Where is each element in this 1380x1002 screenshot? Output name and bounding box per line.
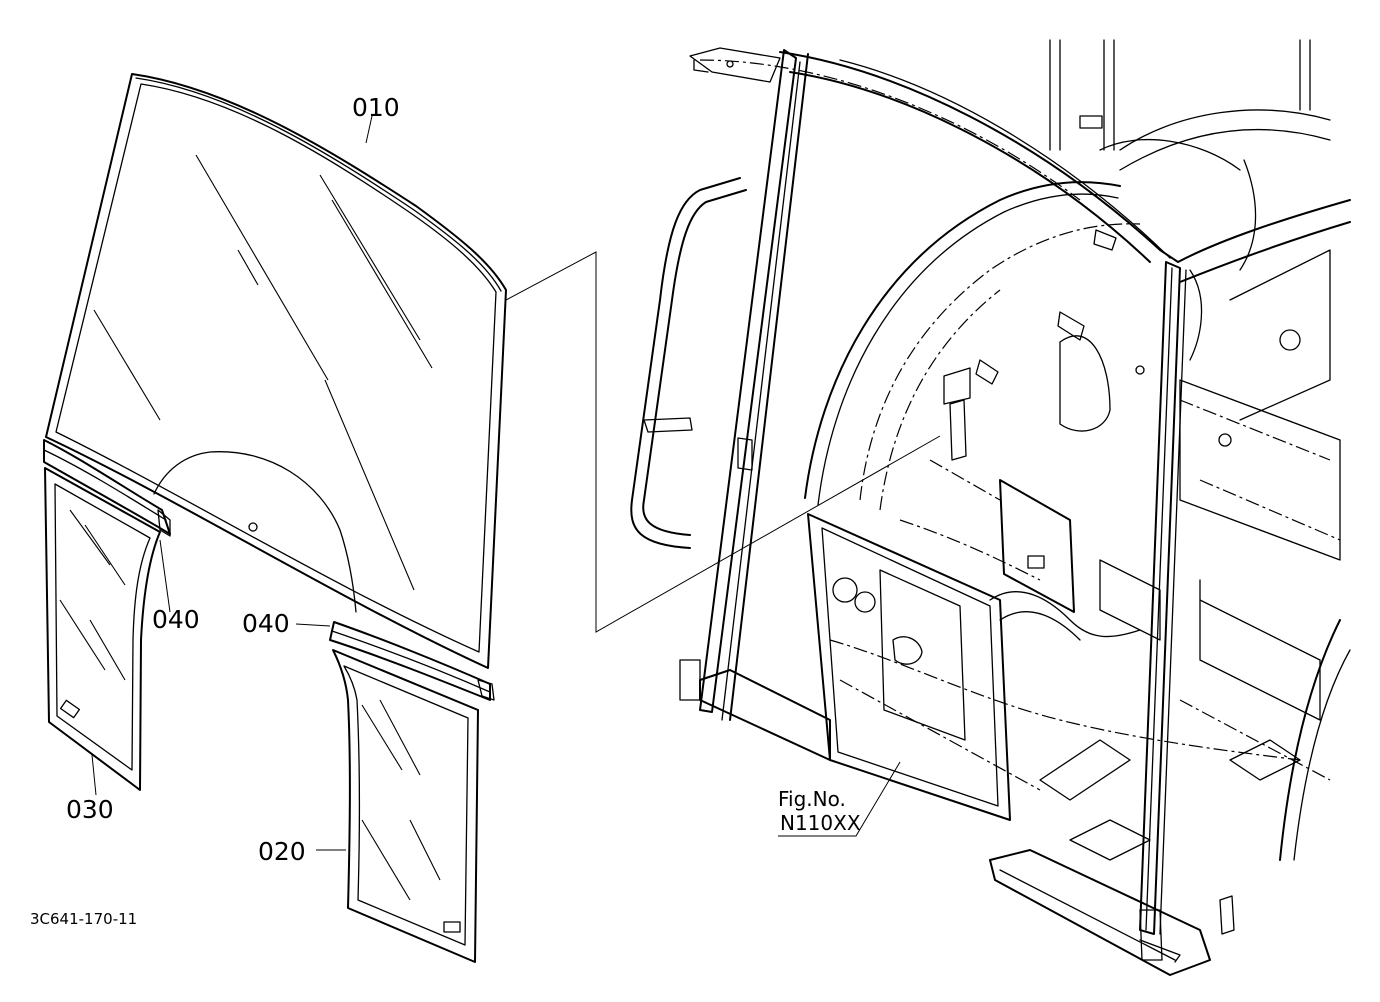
callout-030: 030 <box>66 795 114 824</box>
leader-040-right <box>295 623 331 627</box>
callout-020: 020 <box>258 837 306 866</box>
assembly-leader <box>505 251 941 633</box>
callout-040-right: 040 <box>242 609 290 638</box>
cab-frame <box>630 39 1351 976</box>
leader-030 <box>91 754 97 796</box>
figure-ref-number: N110XX <box>780 811 861 835</box>
molding-left[interactable] <box>43 439 171 537</box>
figure-ref-prefix: Fig.No. <box>778 787 846 811</box>
figure-ref-leader <box>778 761 901 837</box>
callout-040-left: 040 <box>152 605 200 634</box>
right-door-glass[interactable] <box>332 649 479 963</box>
callout-010: 010 <box>352 93 400 122</box>
figure-reference[interactable]: Fig.No. N110XX <box>778 761 901 837</box>
drawing-code: 3C641-170-11 <box>30 910 137 928</box>
windshield-glass[interactable] <box>45 73 507 669</box>
left-door-glass[interactable] <box>44 467 161 791</box>
leader-010 <box>365 115 373 144</box>
molding-right[interactable] <box>329 621 495 701</box>
leader-040-left <box>159 539 171 613</box>
